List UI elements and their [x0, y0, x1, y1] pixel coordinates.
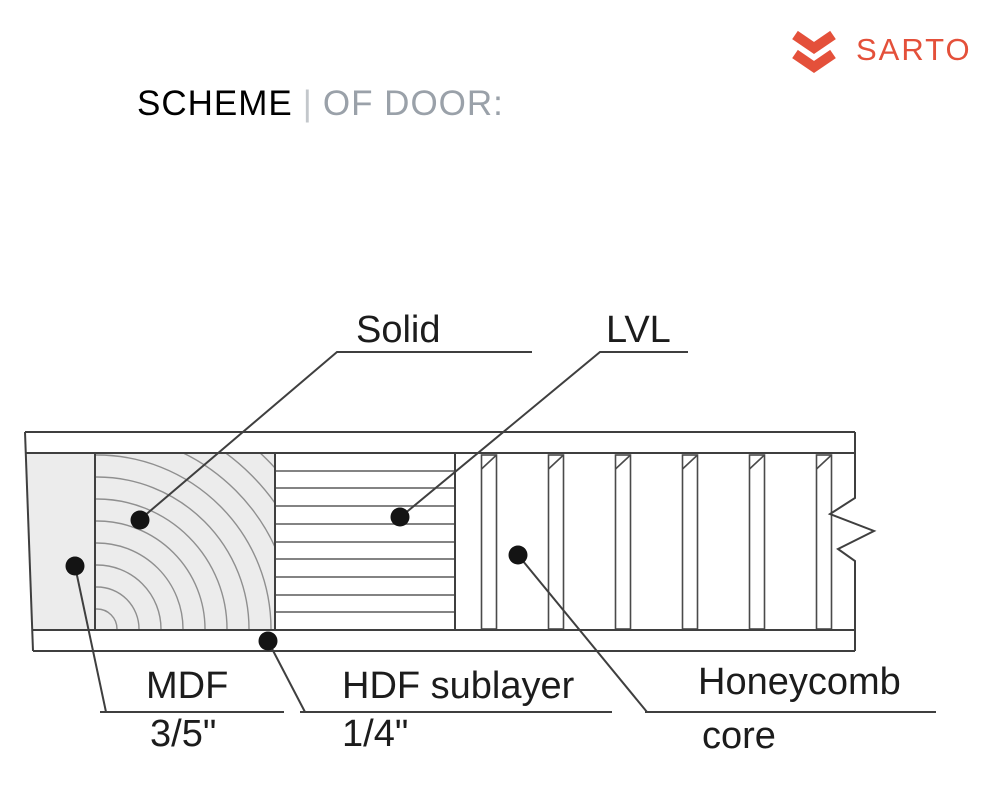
hdf-leader-line [267, 640, 306, 713]
honeycomb-label: Honeycomb [698, 661, 901, 703]
lvl-section [275, 470, 455, 613]
page-title-divider: | [302, 84, 313, 123]
brand-name: SARTO [856, 32, 972, 67]
solid-label: Solid [356, 309, 441, 351]
mdf-label: MDF [146, 665, 229, 707]
lvl-leader-line [402, 351, 688, 516]
mdf-dot [65, 556, 85, 576]
panel-outline [24, 431, 855, 652]
page-title: SCHEME|OF DOOR: [137, 84, 504, 124]
honeycomb-core-section [480, 454, 833, 630]
callout-leader-lines [74, 351, 936, 713]
callout-dots [65, 507, 528, 651]
mdf-leader-line [74, 565, 107, 713]
sarto-logo-icon [786, 22, 842, 78]
mdf-section [26, 453, 95, 630]
page-title-primary: SCHEME [137, 84, 293, 123]
hdf-size-label: 1/4" [342, 713, 409, 755]
page-title-secondary: OF DOOR: [322, 84, 504, 123]
honeycomb-leader-line [517, 554, 648, 713]
lvl-label: LVL [606, 309, 671, 351]
brand: SARTO [786, 22, 972, 78]
honeycomb-dot [508, 545, 528, 565]
mdf-size-label: 3/5" [150, 713, 217, 755]
solid-leader-line [142, 351, 532, 518]
honeycomb-core-label: core [702, 715, 776, 757]
solid-dot [130, 510, 150, 530]
lvl-dot [390, 507, 410, 527]
hdf-dot [258, 631, 278, 651]
hdf-sublayer-label: HDF sublayer [342, 665, 575, 707]
break-symbol [827, 432, 877, 651]
